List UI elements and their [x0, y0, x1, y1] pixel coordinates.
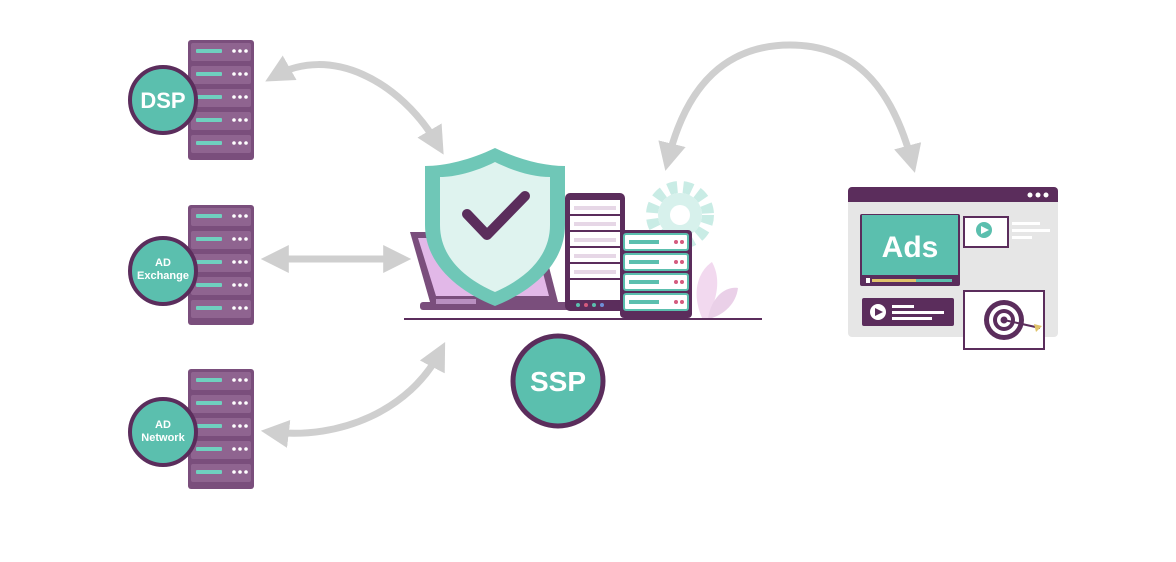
ads-label: Ads: [882, 231, 939, 264]
shield-check-icon: [425, 148, 565, 306]
ad-network-label-line2: Network: [141, 432, 185, 444]
ssp-badge: [510, 333, 606, 429]
ad-exchange-node: AD Exchange: [128, 205, 254, 325]
ad-exchange-label-line2: Exchange: [137, 270, 189, 282]
arrow-dsp-ssp: [265, 55, 444, 155]
arrows: [260, 41, 922, 448]
dsp-node: DSP: [128, 40, 254, 160]
baseline-divider: [404, 318, 762, 320]
gear-icon: [646, 181, 714, 249]
dsp-badge: [128, 65, 198, 135]
server-rack-icon: [188, 205, 254, 325]
plant-decoration: [696, 262, 738, 318]
server-stack-icon: [620, 230, 692, 318]
arrow-ssp-ads: [658, 41, 922, 173]
ad-network-label-line1: AD: [155, 419, 171, 431]
ad-network-node: AD Network: [128, 369, 254, 489]
target-icon: [984, 300, 1042, 340]
dsp-label: DSP: [140, 88, 185, 113]
server-rack-icon: [188, 369, 254, 489]
ad-network-badge: [128, 397, 198, 467]
ssp-illustration: SSP: [404, 148, 762, 429]
ad-exchange-label-line1: AD: [155, 257, 171, 269]
server-tower-icon: [565, 193, 625, 311]
ssp-label: SSP: [530, 366, 586, 397]
ads-browser-window: Ads: [848, 187, 1058, 350]
video-play-icon: [976, 222, 992, 238]
ad-exchange-badge: [128, 236, 198, 306]
arrow-network-ssp: [260, 342, 446, 448]
